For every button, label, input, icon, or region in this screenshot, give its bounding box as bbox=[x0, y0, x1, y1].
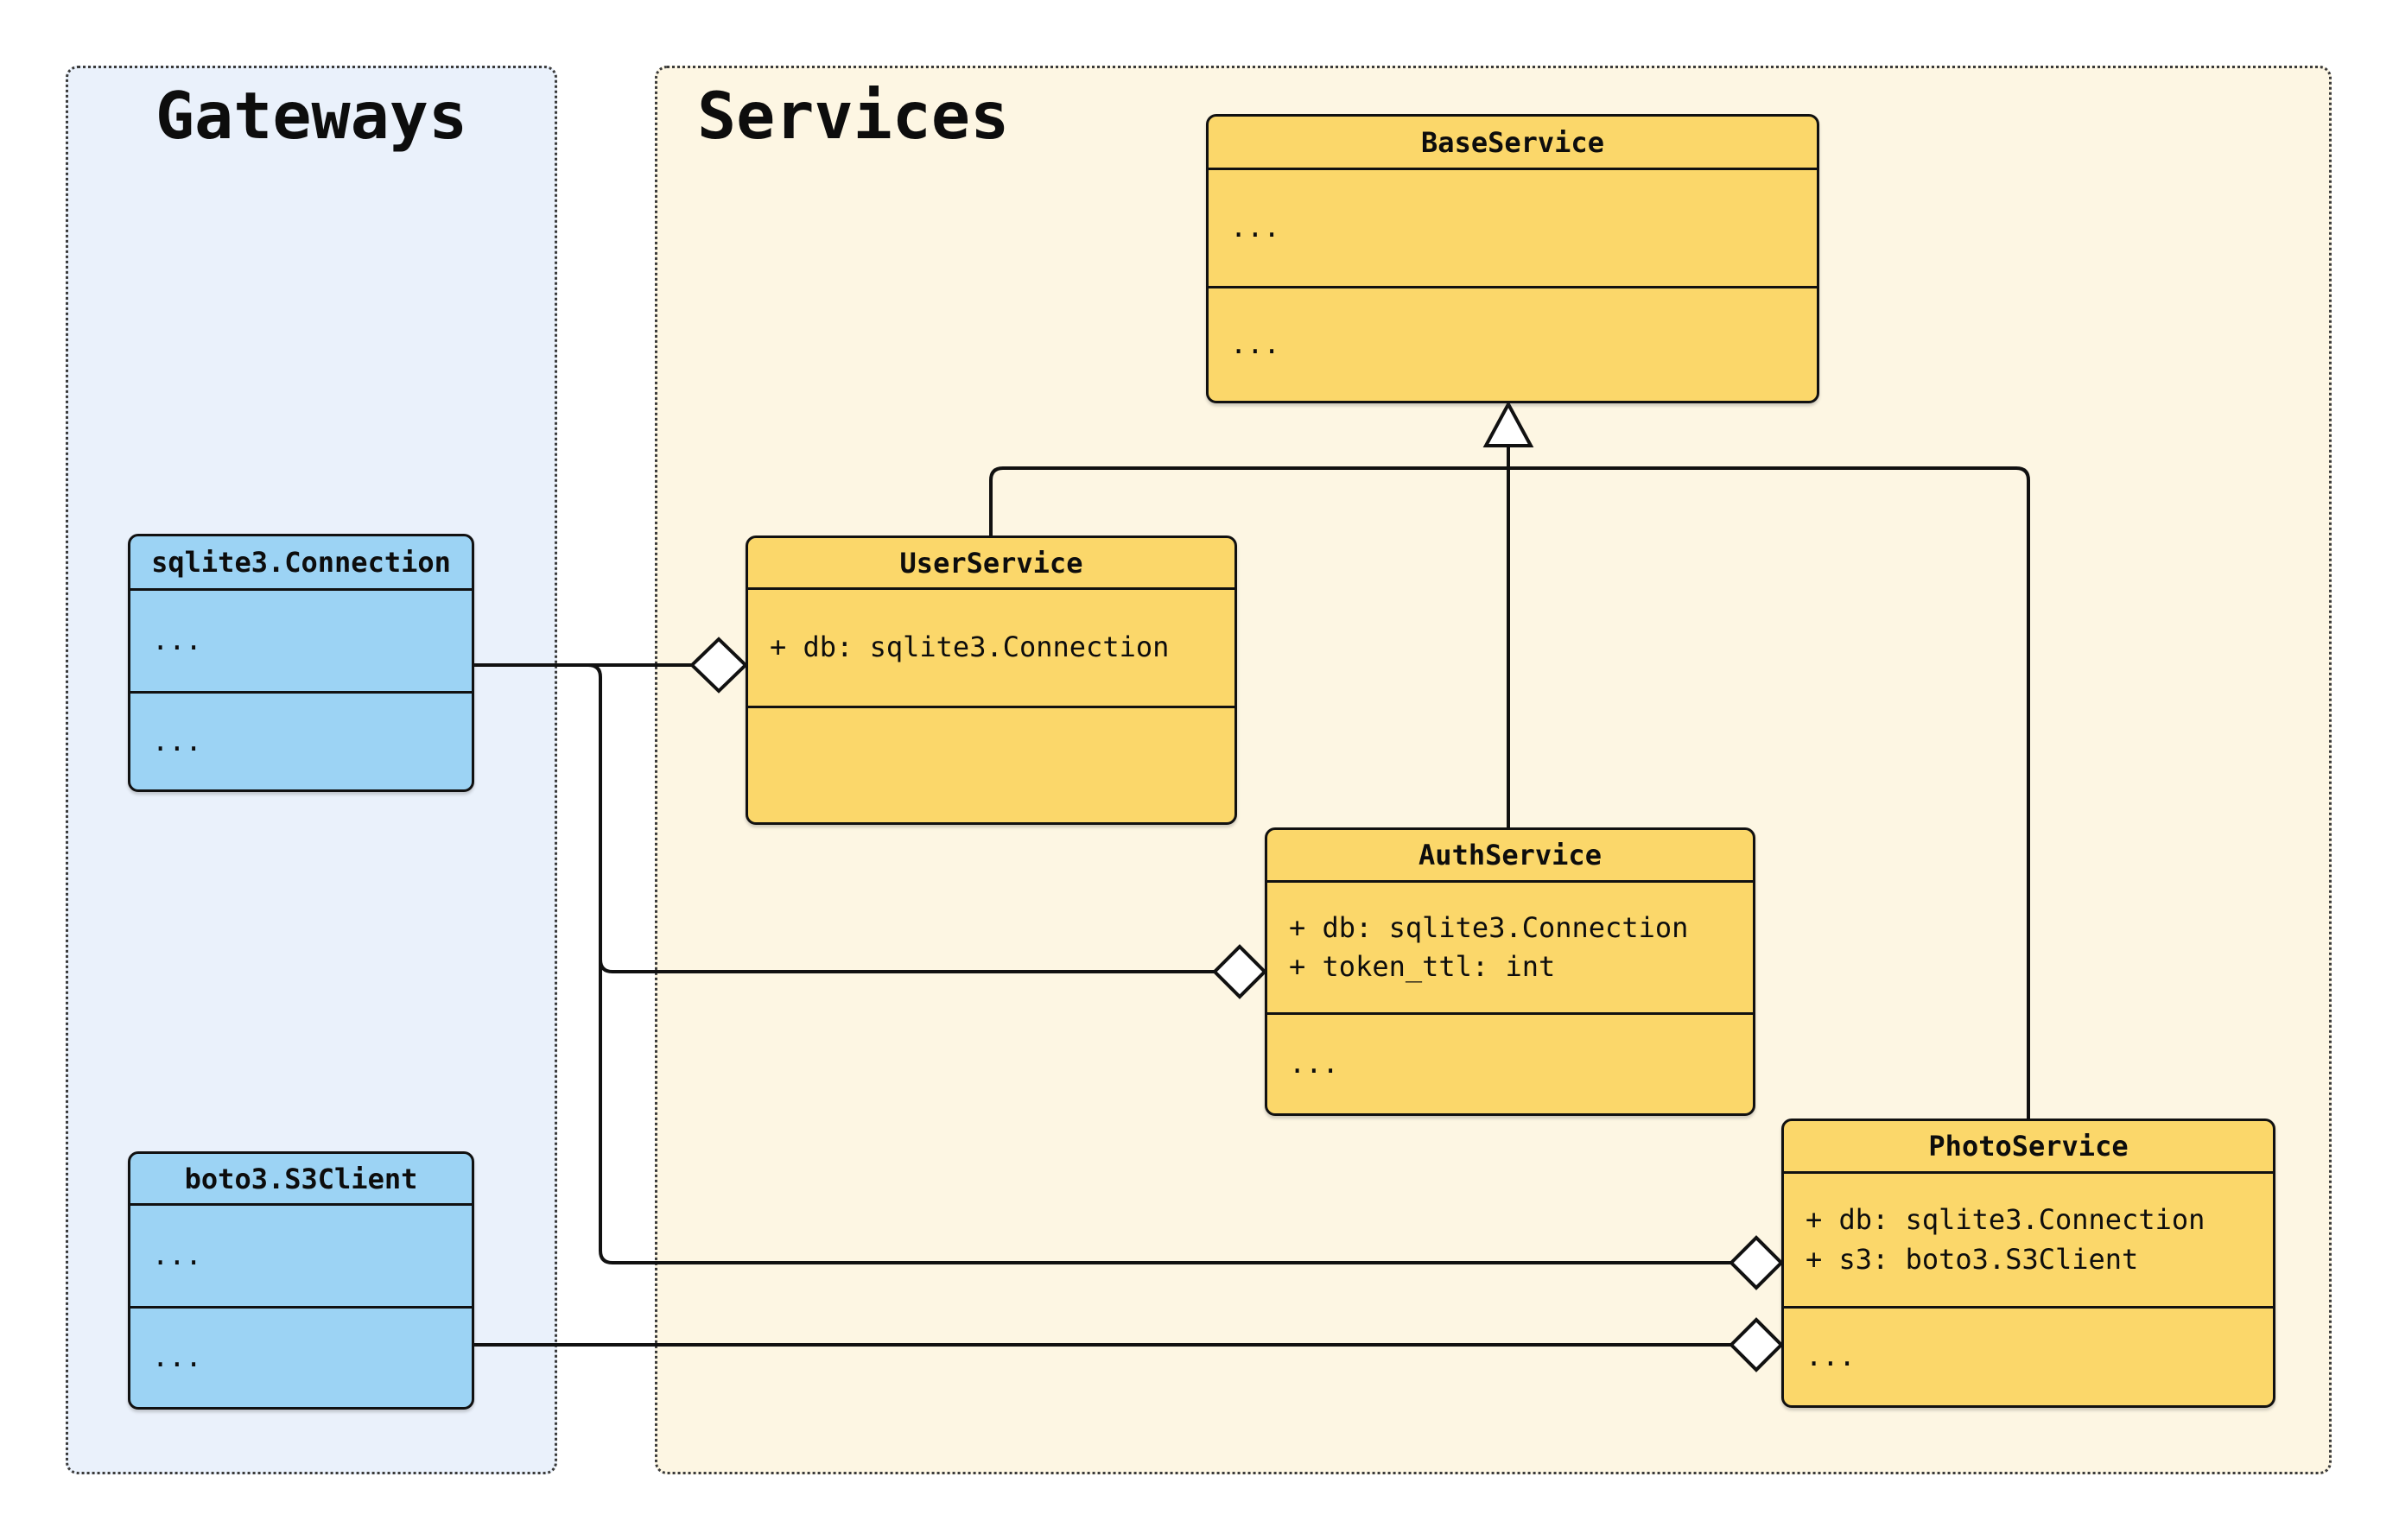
aggregation-line-sqlite-authservice bbox=[599, 959, 1215, 973]
method-line: ... bbox=[152, 1340, 202, 1374]
class-title: UserService bbox=[748, 538, 1234, 590]
class-authservice: AuthService + db: sqlite3.Connection + t… bbox=[1265, 827, 1755, 1116]
class-title: PhotoService bbox=[1784, 1121, 2273, 1174]
class-methods: ... bbox=[1209, 288, 1817, 401]
aggregation-diamond-icon-photoservice-s3 bbox=[1729, 1317, 1784, 1372]
gateways-panel-title: Gateways bbox=[155, 78, 468, 154]
method-line: ... bbox=[152, 724, 202, 757]
class-attributes: ... bbox=[1209, 170, 1817, 288]
aggregation-diamond-icon-photoservice-db bbox=[1729, 1235, 1784, 1290]
class-methods: ... bbox=[1784, 1309, 2273, 1405]
method-line: ... bbox=[1289, 1047, 1339, 1081]
class-attributes: + db: sqlite3.Connection + s3: boto3.S3C… bbox=[1784, 1174, 2273, 1309]
attribute-line: ... bbox=[1230, 211, 1280, 244]
class-attributes: ... bbox=[130, 1206, 472, 1309]
class-attributes: + db: sqlite3.Connection + token_ttl: in… bbox=[1267, 883, 1753, 1015]
class-sqlite3-connection: sqlite3.Connection ... ... bbox=[128, 534, 474, 792]
class-title: BaseService bbox=[1209, 117, 1817, 170]
method-line: ... bbox=[1230, 327, 1280, 361]
class-title: sqlite3.Connection bbox=[130, 536, 472, 591]
attribute-line: ... bbox=[152, 624, 202, 657]
aggregation-diamond-icon-userservice-db bbox=[689, 637, 748, 694]
class-attributes: ... bbox=[130, 591, 472, 694]
class-methods: ... bbox=[1267, 1015, 1753, 1113]
attribute-line: + s3: boto3.S3Client bbox=[1806, 1242, 2139, 1276]
class-methods bbox=[748, 708, 1234, 822]
inheritance-triangle-icon bbox=[1482, 400, 1534, 447]
class-attributes: + db: sqlite3.Connection bbox=[748, 590, 1234, 708]
aggregation-diamond-icon-authservice-db bbox=[1212, 944, 1267, 999]
attribute-line: ... bbox=[152, 1239, 202, 1272]
class-methods: ... bbox=[130, 1309, 472, 1407]
method-line: ... bbox=[1806, 1340, 1856, 1373]
class-baseservice: BaseService ... ... bbox=[1206, 114, 1819, 403]
attribute-line: + db: sqlite3.Connection bbox=[1289, 910, 1689, 944]
attribute-line: + db: sqlite3.Connection bbox=[1806, 1203, 2205, 1237]
attribute-line: + db: sqlite3.Connection bbox=[770, 631, 1170, 664]
class-boto3-s3client: boto3.S3Client ... ... bbox=[128, 1151, 474, 1410]
aggregation-line-sqlite-photoservice bbox=[587, 663, 1731, 1264]
services-panel-title: Services bbox=[697, 78, 1010, 154]
class-userservice: UserService + db: sqlite3.Connection bbox=[746, 536, 1237, 825]
class-photoservice: PhotoService + db: sqlite3.Connection + … bbox=[1781, 1119, 2275, 1408]
class-title: boto3.S3Client bbox=[130, 1154, 472, 1206]
class-methods: ... bbox=[130, 694, 472, 789]
class-title: AuthService bbox=[1267, 830, 1753, 883]
attribute-line: + token_ttl: int bbox=[1289, 950, 1556, 983]
